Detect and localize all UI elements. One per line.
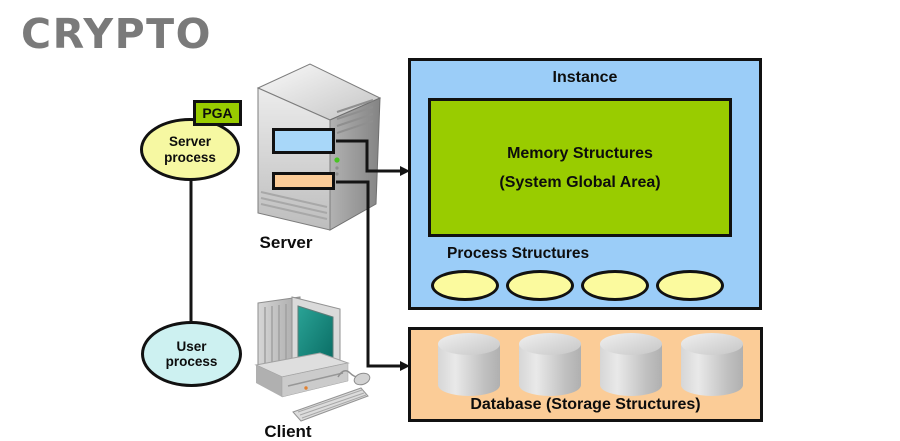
instance-title: Instance	[552, 69, 618, 86]
server-process-label-line2: process	[164, 149, 216, 165]
server-led-icon	[334, 157, 340, 163]
database-cylinder-icon	[438, 332, 500, 398]
user-process-node: User process	[141, 321, 242, 387]
instance-box: Instance Memory Structures (System Globa…	[408, 58, 762, 310]
memory-structures-label-line1: Memory Structures	[507, 144, 653, 162]
memory-structures-box: Memory Structures (System Global Area)	[428, 98, 732, 237]
database-cylinder-icon	[681, 332, 743, 398]
process-ellipse	[656, 270, 724, 301]
process-structures-label: Process Structures	[447, 245, 590, 262]
client-computer-icon	[254, 296, 371, 422]
user-process-label-line2: process	[165, 354, 218, 369]
memory-structures-label-line2: (System Global Area)	[499, 173, 661, 191]
server-memory-slot	[272, 128, 335, 154]
process-ellipse	[581, 270, 649, 301]
process-ellipse	[506, 270, 574, 301]
database-cylinder-icon	[519, 332, 581, 398]
brand-logo: CRYPTO	[21, 10, 212, 58]
database-label: Database (Storage Structures)	[470, 396, 701, 413]
process-ellipse	[431, 270, 499, 301]
server-process-slot	[272, 172, 335, 190]
client-label: Client	[264, 422, 312, 441]
process-ellipses	[431, 270, 724, 301]
database-box: Database (Storage Structures)	[408, 327, 763, 422]
database-cylinder-icon	[600, 332, 662, 398]
mouse-icon	[353, 372, 371, 386]
database-cylinders	[438, 332, 743, 398]
server-process-label-line1: Server	[168, 134, 212, 149]
pga-node: PGA	[193, 100, 242, 126]
user-process-label-line1: User	[176, 338, 207, 354]
server-tower-icon	[256, 63, 382, 231]
server-process-node: Server process	[140, 118, 240, 181]
server-label: Server	[259, 233, 313, 252]
